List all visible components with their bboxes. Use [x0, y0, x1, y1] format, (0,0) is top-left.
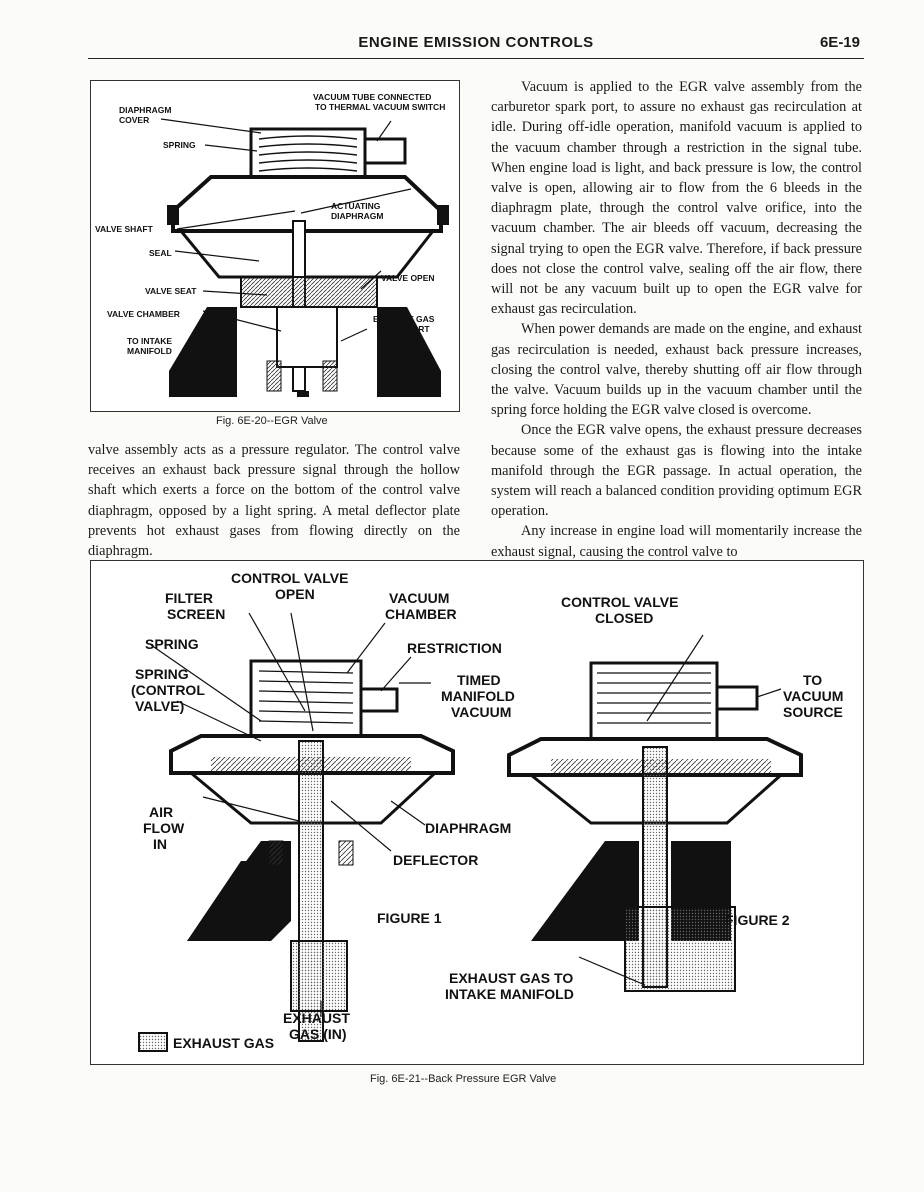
- label-exhaust-inlet-2: INLET PORT: [379, 324, 430, 334]
- label-vacuum-chamber-2: CHAMBER: [385, 606, 457, 622]
- label-air-flow-3: IN: [153, 836, 167, 852]
- label-spring: SPRING: [163, 140, 196, 150]
- paragraph-2: When power demands are made on the engin…: [491, 321, 862, 419]
- label-valve-seat: VALVE SEAT: [145, 286, 197, 296]
- page-header: ENGINE EMISSION CONTROLS 6E-19: [88, 30, 864, 59]
- fig20-labels: VACUUM TUBE CONNECTED TO THERMAL VACUUM …: [95, 92, 445, 356]
- paragraph-1: Vacuum is applied to the EGR valve assem…: [491, 79, 862, 318]
- label-valve-open: VALVE OPEN: [381, 273, 435, 283]
- label-air-flow-1: AIR: [149, 804, 173, 820]
- label-figure-2: FIGURE 2: [725, 912, 790, 928]
- label-filter-screen-1: FILTER: [165, 590, 213, 606]
- label-control-valve-closed-2: CLOSED: [595, 610, 653, 626]
- label-deflector: DEFLECTOR: [393, 852, 478, 868]
- label-exhaust-to-intake-1: EXHAUST GAS TO: [449, 970, 573, 986]
- label-valve-shaft: VALVE SHAFT: [95, 224, 154, 234]
- label-exhaust-in-1: EXHAUST: [283, 1010, 350, 1026]
- paragraph: valve assembly acts as a pressure regula…: [88, 442, 460, 560]
- figure-back-pressure-egr-valve: CONTROL VALVE OPEN FILTER SCREEN VACUUM …: [90, 560, 864, 1065]
- right-column-text: Vacuum is applied to the EGR valve assem…: [491, 77, 862, 562]
- egr-valve-diagram: VACUUM TUBE CONNECTED TO THERMAL VACUUM …: [95, 92, 449, 397]
- page-number: 6E-19: [819, 34, 860, 51]
- label-air-flow-2: FLOW: [143, 820, 185, 836]
- legend-swatch: [138, 1032, 168, 1052]
- section-title: ENGINE EMISSION CONTROLS: [358, 34, 594, 51]
- label-to-vacuum-2: VACUUM: [783, 688, 843, 704]
- label-exhaust-in-2: GAS (IN): [289, 1026, 347, 1042]
- label-restriction: RESTRICTION: [407, 640, 502, 656]
- label-figure-1: FIGURE 1: [377, 910, 442, 926]
- paragraph-3: Once the EGR valve opens, the exhaust pr…: [491, 422, 862, 520]
- label-timed-2: MANIFOLD: [441, 688, 515, 704]
- label-actuating-2: DIAPHRAGM: [331, 211, 383, 221]
- figure-caption: Fig. 6E-20--EGR Valve: [216, 415, 328, 427]
- label-spring-control-3: VALVE): [135, 698, 184, 714]
- figure-caption-2: Fig. 6E-21--Back Pressure EGR Valve: [370, 1073, 557, 1085]
- label-exhaust-inlet-1: EXHAUST GAS: [373, 314, 435, 324]
- label-diaphragm-cover-1: DIAPHRAGM: [119, 105, 171, 115]
- paragraph-4: Any increase in engine load will momenta…: [491, 523, 862, 560]
- fig21-labels: CONTROL VALVE OPEN FILTER SCREEN VACUUM …: [131, 570, 843, 1051]
- label-timed-1: TIMED: [457, 672, 501, 688]
- label-control-valve-open-2: OPEN: [275, 586, 315, 602]
- label-spring-control-2: (CONTROL: [131, 682, 205, 698]
- label-diaphragm-cover-2: COVER: [119, 115, 149, 125]
- left-column-text: valve assembly acts as a pressure regula…: [88, 440, 460, 561]
- label-diaphragm: DIAPHRAGM: [425, 820, 511, 836]
- label-vacuum-tube-1: VACUUM TUBE CONNECTED: [313, 92, 431, 102]
- label-to-vacuum-1: TO: [803, 672, 822, 688]
- label-vacuum-tube-2: TO THERMAL VACUUM SWITCH: [315, 102, 445, 112]
- label-control-valve-open-1: CONTROL VALVE: [231, 570, 348, 586]
- label-spring-control-1: SPRING: [135, 666, 189, 682]
- label-control-valve-closed-1: CONTROL VALVE: [561, 594, 678, 610]
- label-exhaust-to-intake-2: INTAKE MANIFOLD: [445, 986, 574, 1002]
- figure1-valve: [169, 659, 455, 1042]
- label-to-intake-1: TO INTAKE: [127, 336, 172, 346]
- legend-label: EXHAUST GAS: [173, 1035, 274, 1051]
- label-vacuum-chamber-1: VACUUM: [389, 590, 449, 606]
- label-filter-screen-2: SCREEN: [167, 606, 225, 622]
- label-valve-chamber: VALVE CHAMBER: [107, 309, 180, 319]
- label-timed-3: VACUUM: [451, 704, 511, 720]
- label-to-vacuum-3: SOURCE: [783, 704, 843, 720]
- back-pressure-diagram: CONTROL VALVE OPEN FILTER SCREEN VACUUM …: [131, 570, 843, 1052]
- label-to-intake-2: MANIFOLD: [127, 346, 172, 356]
- label-actuating-1: ACTUATING: [331, 201, 381, 211]
- label-seal: SEAL: [149, 248, 172, 258]
- label-spring: SPRING: [145, 636, 199, 652]
- figure-egr-valve: VACUUM TUBE CONNECTED TO THERMAL VACUUM …: [90, 80, 460, 412]
- figure2-valve: [507, 661, 803, 992]
